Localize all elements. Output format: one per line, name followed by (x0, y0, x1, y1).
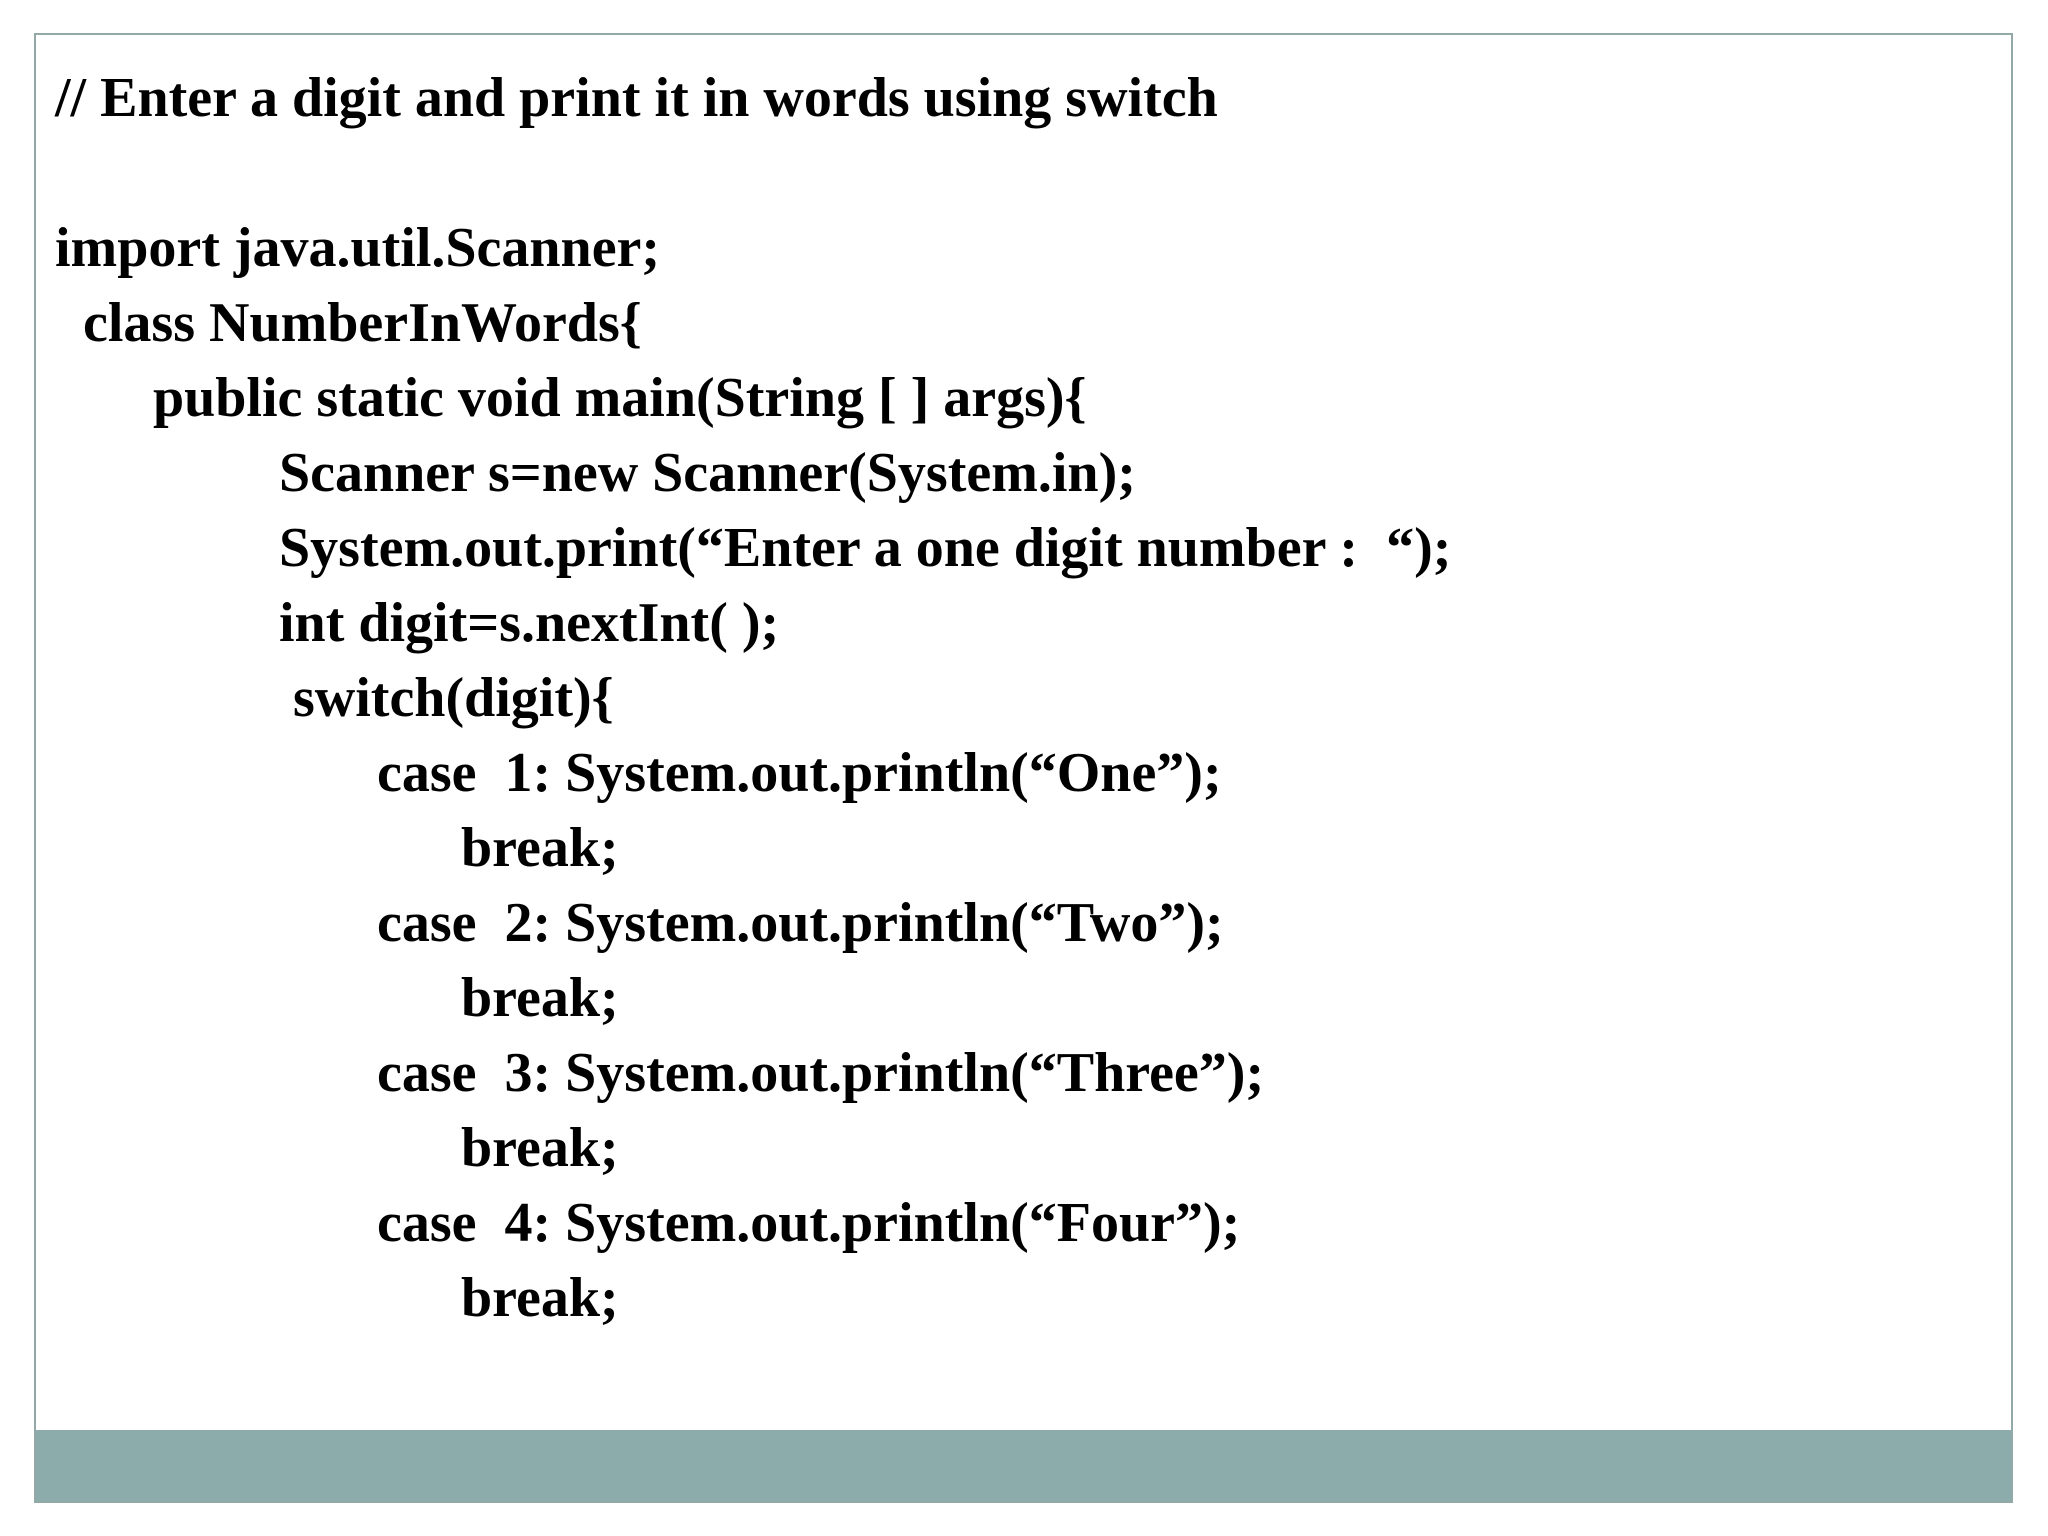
code-line: case 4: System.out.println(“Four”); (55, 1192, 1241, 1254)
code-line: System.out.print(“Enter a one digit numb… (55, 517, 1452, 579)
code-line: import java.util.Scanner; (55, 217, 661, 279)
code-line: class NumberInWords{ (55, 292, 642, 354)
code-line: public static void main(String [ ] args)… (55, 367, 1087, 429)
code-line: case 3: System.out.println(“Three”); (55, 1042, 1265, 1104)
footer-band (36, 1430, 2011, 1501)
code-block: // Enter a digit and print it in words u… (55, 61, 2007, 1336)
code-line: break; (55, 1117, 619, 1179)
code-line: // Enter a digit and print it in words u… (55, 67, 1218, 129)
code-line: int digit=s.nextInt( ); (55, 592, 780, 654)
slide-frame: // Enter a digit and print it in words u… (34, 33, 2013, 1503)
code-line: case 1: System.out.println(“One”); (55, 742, 1222, 804)
code-line: break; (55, 817, 619, 879)
code-line: switch(digit){ (55, 667, 614, 729)
code-line: Scanner s=new Scanner(System.in); (55, 442, 1136, 504)
code-line-blank (55, 136, 2007, 211)
code-line: break; (55, 967, 619, 1029)
code-line: break; (55, 1267, 619, 1329)
code-line: case 2: System.out.println(“Two”); (55, 892, 1224, 954)
